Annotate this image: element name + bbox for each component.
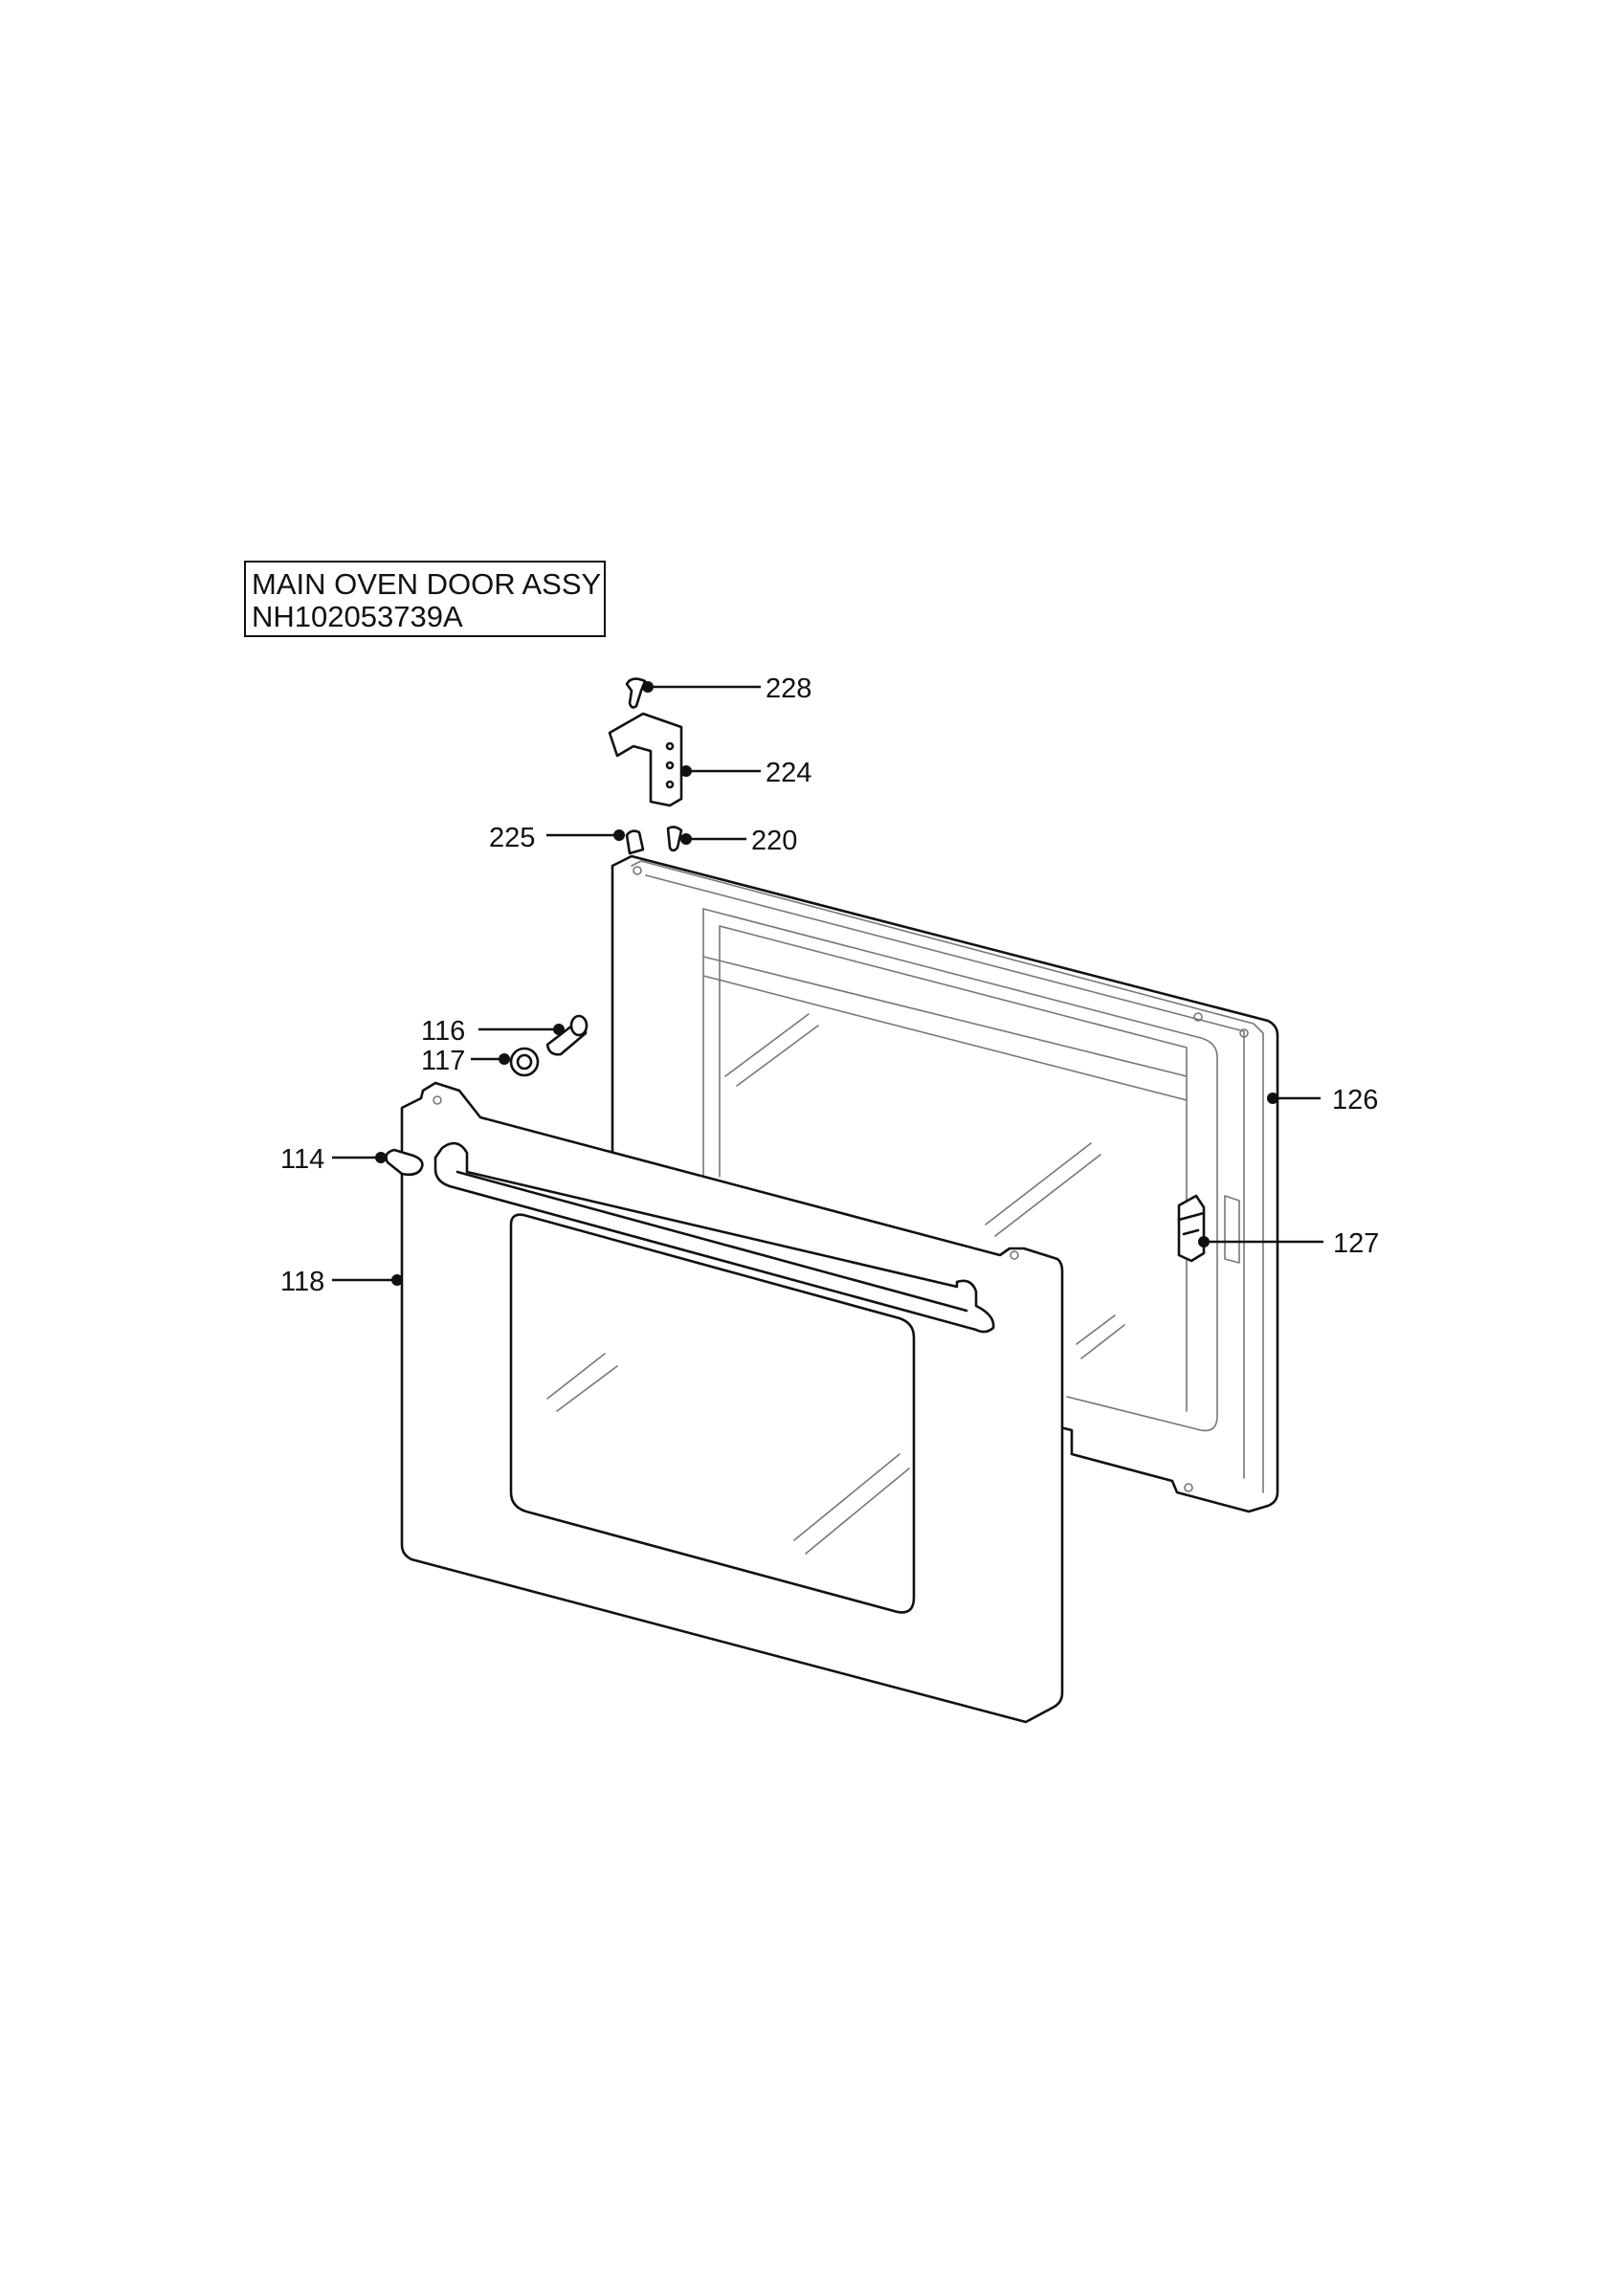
pin[interactable] (666, 826, 683, 852)
leader-dot-224 (680, 765, 692, 777)
callout-117: 117 (421, 1046, 465, 1076)
callout-116: 116 (421, 1016, 465, 1047)
leader-dot-118 (391, 1274, 403, 1286)
leader-dot-117 (499, 1053, 510, 1065)
leader-dot-228 (642, 681, 654, 693)
assembly-title-box: MAIN OVEN DOOR ASSY NH102053739A (244, 561, 606, 637)
callout-127: 127 (1333, 1228, 1379, 1259)
plug[interactable] (625, 829, 645, 855)
hinge-bracket[interactable] (608, 712, 683, 807)
assembly-title: MAIN OVEN DOOR ASSY (252, 567, 602, 601)
callout-228: 228 (766, 673, 811, 704)
leader-dot-127 (1198, 1236, 1210, 1247)
small-screw[interactable] (625, 677, 647, 709)
door-handle[interactable] (385, 1141, 995, 1334)
inner-door-panel[interactable] (611, 854, 1279, 1513)
callout-114: 114 (280, 1144, 324, 1175)
callout-labels: 228 224 225 220 116 117 126 114 127 118 (280, 673, 1379, 1297)
assembly-part-number: NH102053739A (252, 600, 463, 633)
leader-dot-116 (553, 1024, 565, 1035)
callout-225: 225 (489, 823, 535, 853)
leader-dot-225 (613, 829, 625, 841)
callout-224: 224 (766, 758, 811, 788)
leader-lines (332, 681, 1323, 1286)
outer-door-panel[interactable] (400, 1081, 1064, 1724)
door-clip[interactable] (1177, 1194, 1240, 1264)
screw[interactable] (545, 1014, 589, 1056)
washer[interactable] (509, 1047, 540, 1077)
leader-dot-114 (375, 1152, 387, 1163)
callout-126: 126 (1332, 1085, 1378, 1115)
leader-dot-220 (680, 833, 692, 845)
callout-220: 220 (751, 826, 797, 856)
leader-dot-126 (1267, 1093, 1278, 1104)
callout-118: 118 (280, 1267, 324, 1297)
